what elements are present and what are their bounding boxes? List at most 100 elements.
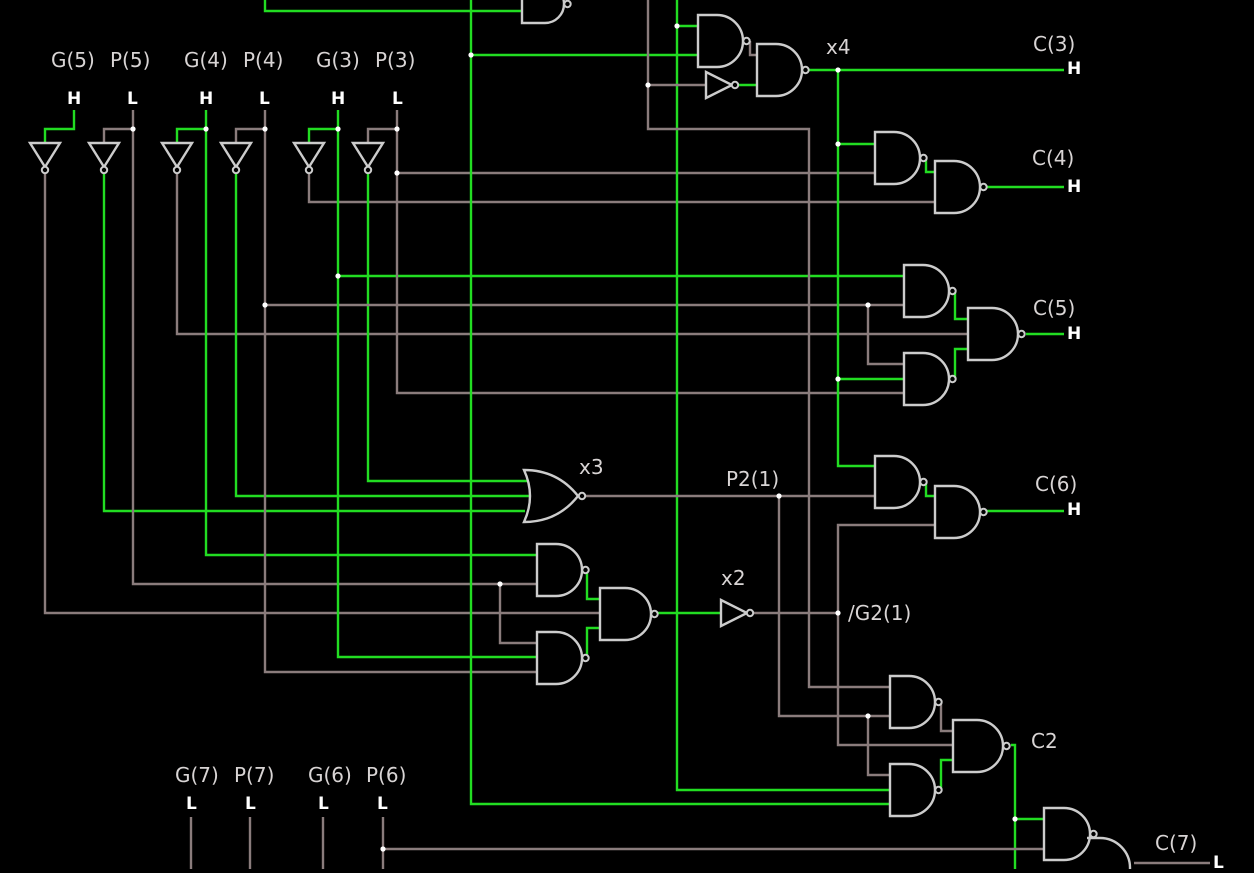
wire-low [866,305,904,366]
wire-high [43,110,76,143]
wire-low [395,129,904,395]
nand-gate [902,263,951,319]
wire-low [646,0,890,689]
junction-dot [1012,816,1018,822]
wire-high [102,173,525,513]
output-state-c4: H [1067,177,1082,197]
junction-dot [394,170,400,176]
nand-gate [933,484,982,540]
inverter [86,141,122,170]
inversion-bubble [979,182,988,192]
junction-dot [380,846,386,852]
wire-low [366,110,399,143]
net-label-x4: x4 [826,35,851,59]
inversion-bubble [934,785,943,795]
wire-low [175,173,968,336]
wire-low [866,716,890,777]
input-state-p4[interactable]: L [259,89,270,109]
inverter [27,141,63,170]
inversion-bubble [742,36,751,46]
input-state-g5[interactable]: H [67,89,82,109]
input-label-g6: G(6) [308,763,352,787]
inversion-bubble [577,491,587,501]
inverter [159,141,195,170]
output-label-c4: C(4) [1032,146,1075,170]
inversion-bubble [1089,829,1098,839]
inversion-bubble [581,653,590,663]
inversion-bubble [801,65,810,75]
inversion-bubble [948,286,957,296]
junction-dot [835,67,841,73]
inversion-bubble [581,565,590,575]
input-state-g3[interactable]: H [331,89,346,109]
junction-dot [497,581,503,587]
input-state-p3[interactable]: L [392,89,403,109]
nand-gate [873,130,922,186]
input-label-g7: G(7) [175,763,219,787]
input-state-g7[interactable]: L [186,794,197,814]
output-state-c7: L [1213,853,1224,873]
nand-gate [888,762,937,818]
wire-high [1011,743,1017,869]
wire-high [469,0,890,806]
junction-dot [835,376,841,382]
nand-gate [951,718,1005,774]
input-state-g6[interactable]: L [318,794,329,814]
wire-high [836,70,875,468]
nand-gate [1042,806,1092,862]
input-label-p6: P(6) [366,763,407,787]
inversion-bubble [172,165,182,175]
wire-high [263,0,522,13]
nand-gate [520,0,566,25]
junction-dot [865,713,871,719]
inversion-bubble [650,609,659,619]
inverter [218,141,254,170]
wire-high [924,158,935,174]
input-label-p3: P(3) [375,48,416,72]
input-label-p4: P(4) [243,48,284,72]
wire-low [131,129,537,586]
inverter [291,141,327,170]
wire-low [748,41,757,57]
inversion-bubble [1002,741,1011,751]
net-label-p2-1: P2(1) [726,467,780,491]
wire-low [777,496,890,718]
inversion-bubble [231,165,241,175]
junction-dot [335,126,341,132]
wire-low [234,110,267,143]
inversion-bubble [948,374,957,384]
nand-gate [598,586,653,642]
nand-gate [966,306,1020,362]
wire-high [924,482,935,498]
or-gate [522,468,580,524]
nand-gate [696,13,745,69]
nand-gate [535,542,584,598]
wire-high [585,626,600,658]
inversion-bubble [934,697,943,707]
nand-gate [1087,836,1132,869]
net-label-x2: x2 [721,566,746,590]
wire-low [836,523,953,747]
inversion-bubble [919,477,928,487]
input-state-p5[interactable]: L [127,89,138,109]
output-state-c6: H [1067,500,1082,520]
nand-gate [755,42,804,98]
inversion-bubble [979,507,988,517]
input-label-g5: G(5) [51,48,95,72]
input-state-p7[interactable]: L [245,794,256,814]
input-state-p6[interactable]: L [377,794,388,814]
nand-gate [902,351,951,407]
wire-high [675,0,890,792]
inversion-bubble [745,608,755,618]
wire-high [953,347,968,378]
junction-dot [865,302,871,308]
inversion-bubble [730,80,740,90]
output-state-c3: H [1067,59,1082,79]
input-state-g4[interactable]: H [199,89,214,109]
wire-high [953,291,968,321]
inversion-bubble [304,165,314,175]
wire-low [307,173,935,204]
wire-low [102,110,135,143]
junction-dot [130,126,136,132]
